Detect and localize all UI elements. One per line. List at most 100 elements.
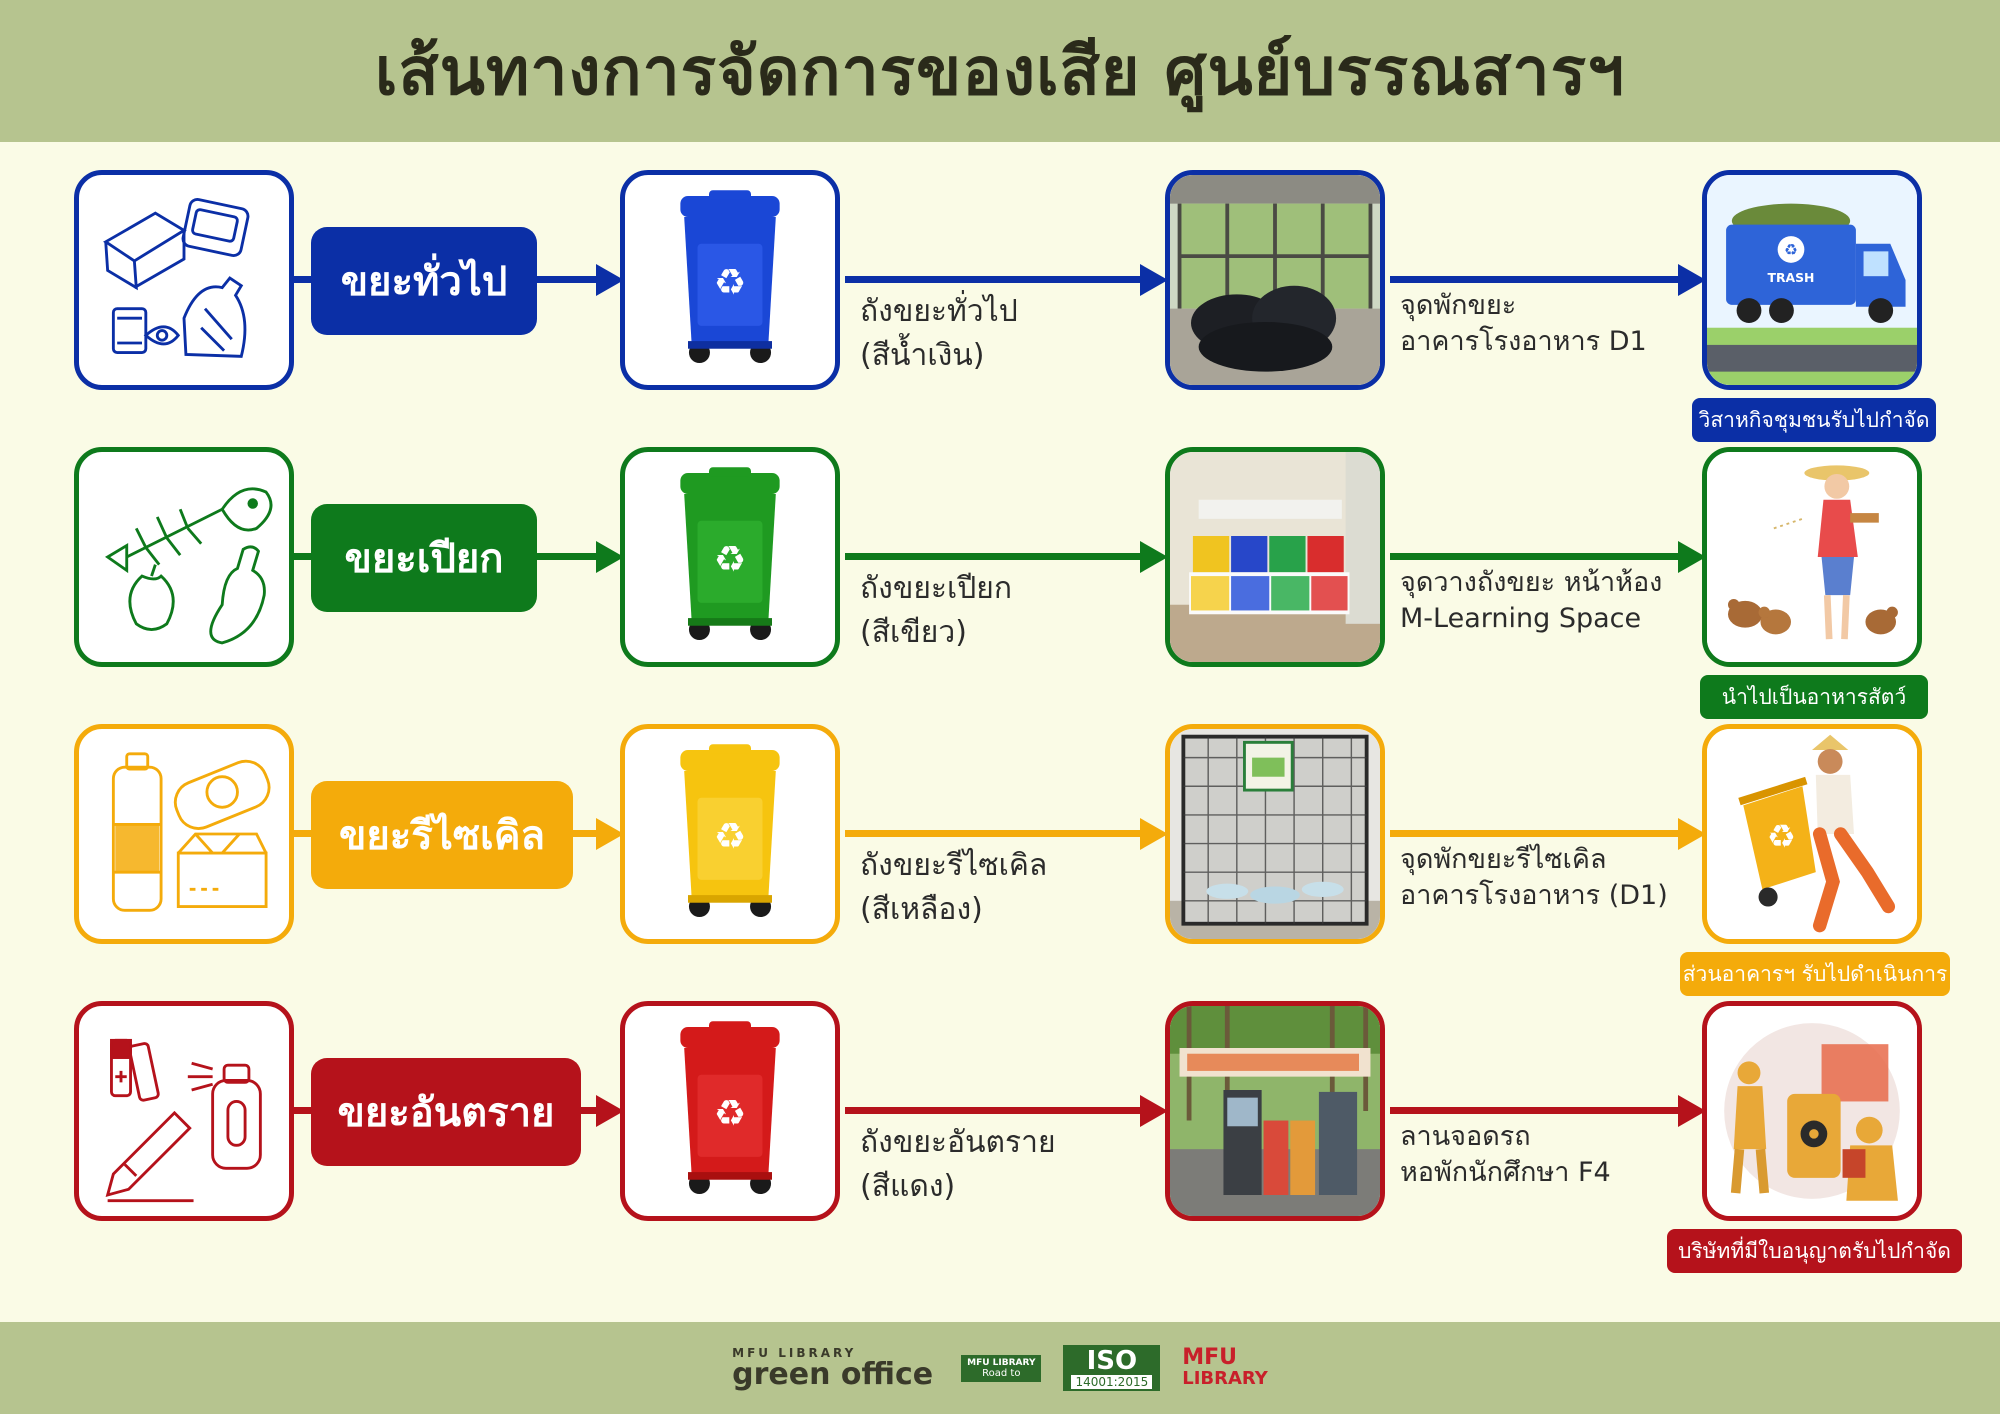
arrowhead [596,1095,624,1127]
collection-point-description: ลานจอดรถ หอพักนักศึกษา F4 [1400,1119,1611,1191]
point-location: อาคารโรงอาหาร D1 [1400,326,1647,357]
connector-line [294,553,314,560]
arrow-line [1390,830,1685,837]
category-label-recycle: ขยะรีไซเคิล [311,781,573,889]
arrowhead [596,818,624,850]
sorting-station-image [1170,452,1380,662]
category-label-wet: ขยะเปียก [311,504,537,612]
arrow-line [1390,276,1685,283]
arrowhead [1678,818,1706,850]
bin-color: (สีน้ำเงิน) [860,338,985,373]
header-banner: เส้นทางการจัดการของเสีย ศูนย์บรรณสารฯ [0,0,2000,142]
point-location: อาคารโรงอาหาร (D1) [1400,880,1668,911]
page-title: เส้นทางการจัดการของเสีย ศูนย์บรรณสารฯ [374,32,1626,110]
bin-name: ถังขยะรีไซเคิล [860,848,1048,883]
svg-text:♻: ♻ [714,537,747,580]
hazardous-bin-box: ♻ [620,1001,840,1221]
svg-text:♻: ♻ [1784,241,1798,259]
green-bin-icon: ♻ [680,467,780,641]
green-office-logo: MFU LIBRARY green office [732,1346,933,1390]
blue-bin-icon: ♻ [680,190,780,364]
row-general-waste: ขยะทั่วไป ♻ ถังขยะทั่วไป (สีน้ำเงิน) [0,170,2000,442]
destination-image-box: ♻ TRASH [1702,170,1922,390]
worker-with-bin-icon: ♻ [1707,729,1917,939]
bin-color: (สีแดง) [860,1169,956,1204]
bin-description: ถังขยะรีไซเคิล (สีเหลือง) [860,844,1047,932]
destination-image-box [1702,1001,1922,1221]
garbage-truck-icon: ♻ TRASH [1707,175,1917,385]
iso-text: ISO [1086,1346,1138,1376]
arrowhead [1140,1095,1168,1127]
collection-point-photo [1165,724,1385,944]
collection-point-description: จุดวางถังขยะ หน้าห้อง M-Learning Space [1400,565,1662,637]
destination-image-box: ♻ [1702,724,1922,944]
arrowhead [596,264,624,296]
arrowhead [1140,264,1168,296]
bin-name: ถังขยะทั่วไป [860,294,1018,329]
connector-line [294,276,314,283]
arrow-line [845,553,1145,560]
library-text: LIBRARY [1182,1368,1268,1389]
collection-point-description: จุดพักขยะ อาคารโรงอาหาร D1 [1400,288,1647,360]
green-office-big-text: green office [732,1357,934,1392]
row-hazardous-waste: ขยะอันตราย ♻ ถังขยะอันตราย (สีแดง) [0,1001,2000,1273]
arrowhead [1678,541,1706,573]
arrow-line [845,830,1145,837]
arrowhead [596,541,624,573]
point-name: จุดพักขยะรีไซเคิล [1400,844,1607,875]
point-location: หอพักนักศึกษา F4 [1400,1157,1611,1188]
destination-image-box [1702,447,1922,667]
bin-color: (สีเขียว) [860,615,967,650]
bin-name: ถังขยะอันตราย [860,1125,1056,1160]
arrow-line [1390,1107,1685,1114]
bin-description: ถังขยะทั่วไป (สีน้ำเงิน) [860,290,1018,378]
hazardous-waste-icon-box [74,1001,294,1221]
red-bin-icon: ♻ [680,1021,780,1195]
arrow-line [845,1107,1145,1114]
arrowhead [1678,1095,1706,1127]
category-label-general: ขยะทั่วไป [311,227,537,335]
feeding-chickens-icon [1707,452,1917,662]
food-scraps-icon [105,487,273,645]
connector-line [294,1107,314,1114]
collection-point-photo [1165,170,1385,390]
mfu-text: MFU [1182,1345,1238,1370]
recycle-waste-icon-box [74,724,294,944]
hazardous-items-icon [105,1038,262,1203]
mfu-library-road-to-logo: MFU LIBRARY Road to [961,1354,1042,1382]
road-logo-small-text: MFU LIBRARY [967,1357,1036,1368]
destination-badge: วิสาหกิจชุมชนรับไปกำจัด [1692,398,1936,442]
destination-badge: ส่วนอาคารฯ รับไปดำเนินการ [1680,952,1950,996]
destination-badge: นำไปเป็นอาหารสัตว์ [1700,675,1928,719]
arrow-line [537,276,601,283]
footer-banner: MFU LIBRARY green office MFU LIBRARY Roa… [0,1322,2000,1414]
hazard-station-image [1170,1006,1380,1216]
bin-description: ถังขยะอันตราย (สีแดง) [860,1121,1056,1209]
arrow-line [845,276,1145,283]
bin-name: ถังขยะเปียก [860,571,1013,606]
recyclables-icon [111,752,271,912]
general-waste-icon-box [74,170,294,390]
arrow-line [537,553,601,560]
destination-badge: บริษัทที่มีใบอนุญาตรับไปกำจัด [1667,1229,1962,1273]
svg-text:♻: ♻ [714,814,747,857]
truck-label: TRASH [1768,270,1815,285]
yellow-bin-icon: ♻ [680,744,780,918]
point-name: จุดวางถังขยะ หน้าห้อง [1400,567,1663,598]
collection-point-photo [1165,1001,1385,1221]
recycle-bin-box: ♻ [620,724,840,944]
arrow-line [1390,553,1685,560]
collection-point-photo [1165,447,1385,667]
svg-text:♻: ♻ [714,1091,747,1134]
point-name: จุดพักขยะ [1400,290,1517,321]
arrowhead [1140,818,1168,850]
arrow-line [581,1107,601,1114]
row-wet-waste: ขยะเปียก ♻ ถังขยะเปียก (สีเขียว) [0,447,2000,719]
point-name: ลานจอดรถ [1400,1121,1531,1152]
general-bin-box: ♻ [620,170,840,390]
iso-logo: ISO 14001:2015 [1063,1345,1161,1391]
category-label-hazardous: ขยะอันตราย [311,1058,581,1166]
recycle-cage-image [1170,729,1380,939]
road-to-text: Road to [982,1367,1021,1379]
green-office-small-text: MFU LIBRARY [732,1346,857,1360]
